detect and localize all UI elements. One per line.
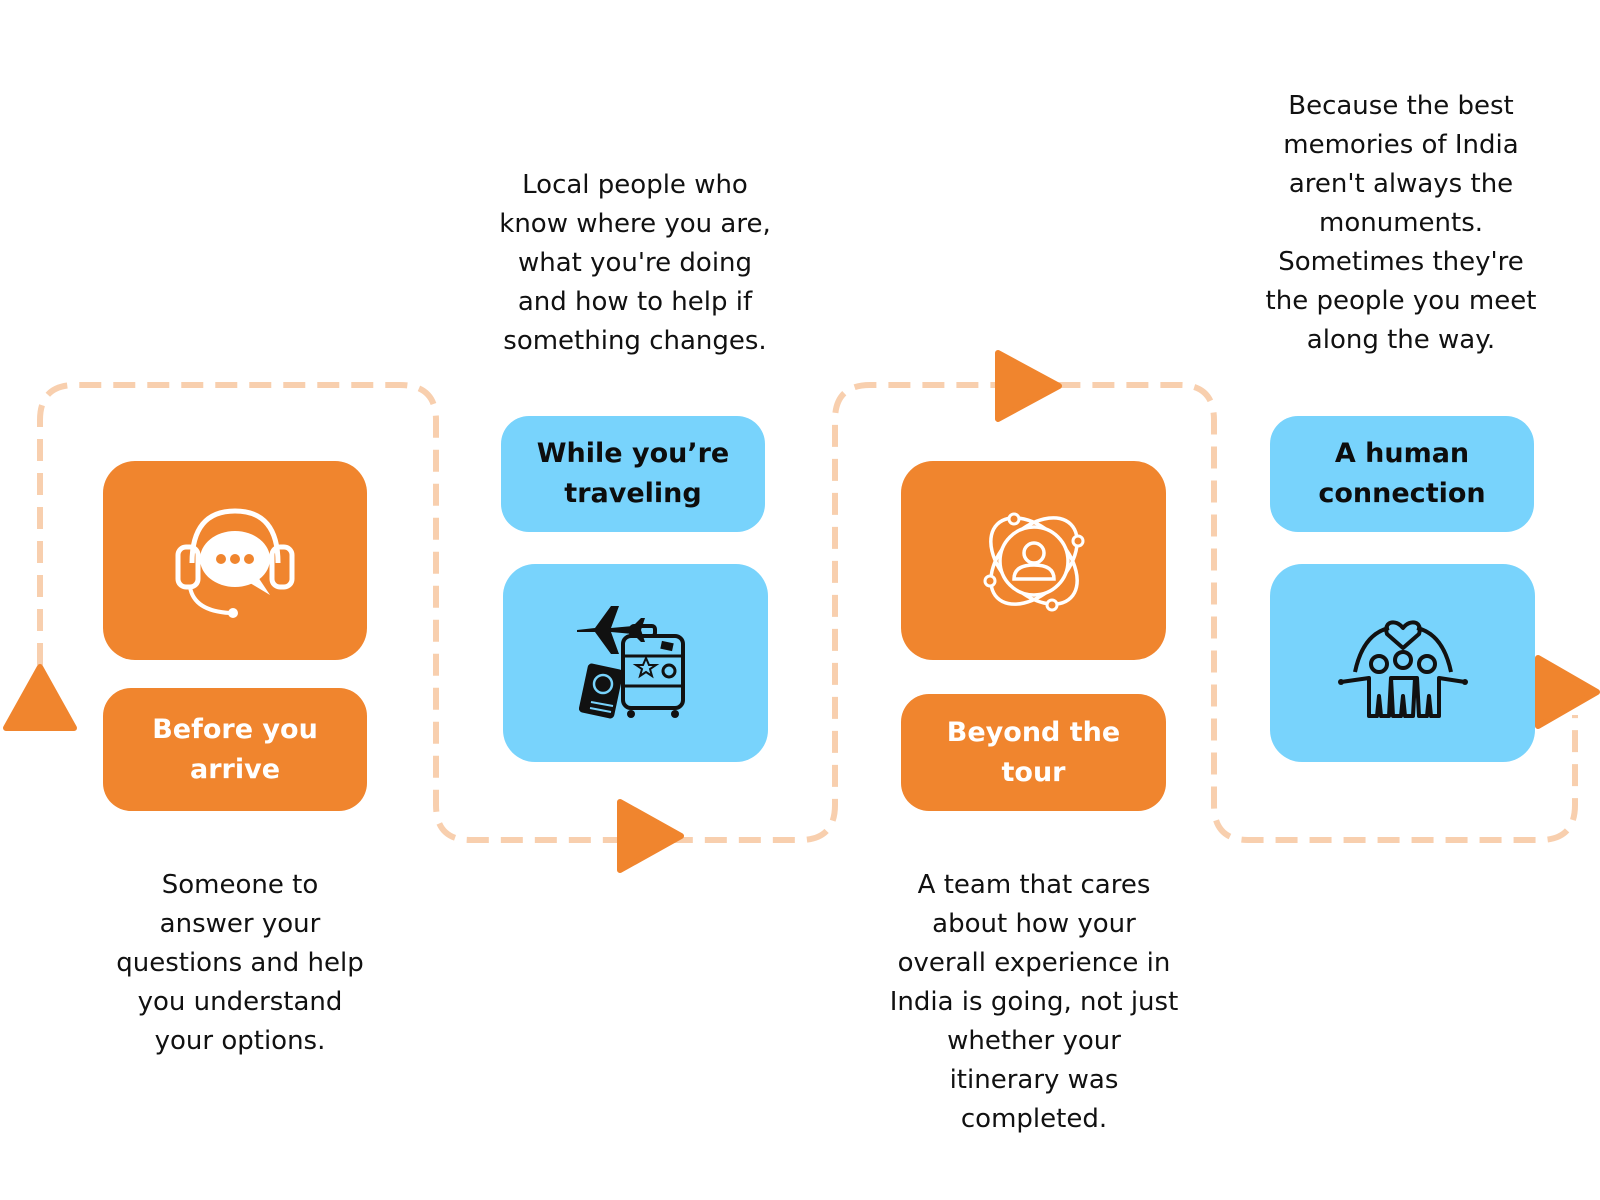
travel-luggage-icon <box>576 606 685 719</box>
arrow-right-icon <box>995 350 1062 422</box>
family-heart-icon <box>1337 620 1468 718</box>
arrow-up-icon <box>3 664 77 731</box>
human-label: A human connection <box>1270 416 1534 532</box>
before-label: Before you arrive <box>103 688 367 811</box>
human-icon-card <box>1270 564 1535 762</box>
arrow-right-icon <box>617 799 684 873</box>
headset-chat-icon <box>175 507 295 618</box>
arrow-right-icon <box>1535 655 1600 729</box>
beyond-icon-card <box>901 461 1166 660</box>
human-description: Because the best memories of India aren'… <box>1265 91 1537 355</box>
dashed-flow-line <box>37 382 1578 843</box>
during-icon-card <box>503 564 768 762</box>
before-description: Someone to answer your questions and hel… <box>116 870 364 1056</box>
beyond-description: A team that cares about how your overall… <box>889 870 1179 1134</box>
person-orbit-icon <box>983 512 1084 611</box>
beyond-label: Beyond the tour <box>901 694 1166 811</box>
during-description: Local people who know where you are, wha… <box>499 170 771 356</box>
before-icon-card <box>103 461 367 660</box>
during-label: While you’re traveling <box>501 416 765 532</box>
